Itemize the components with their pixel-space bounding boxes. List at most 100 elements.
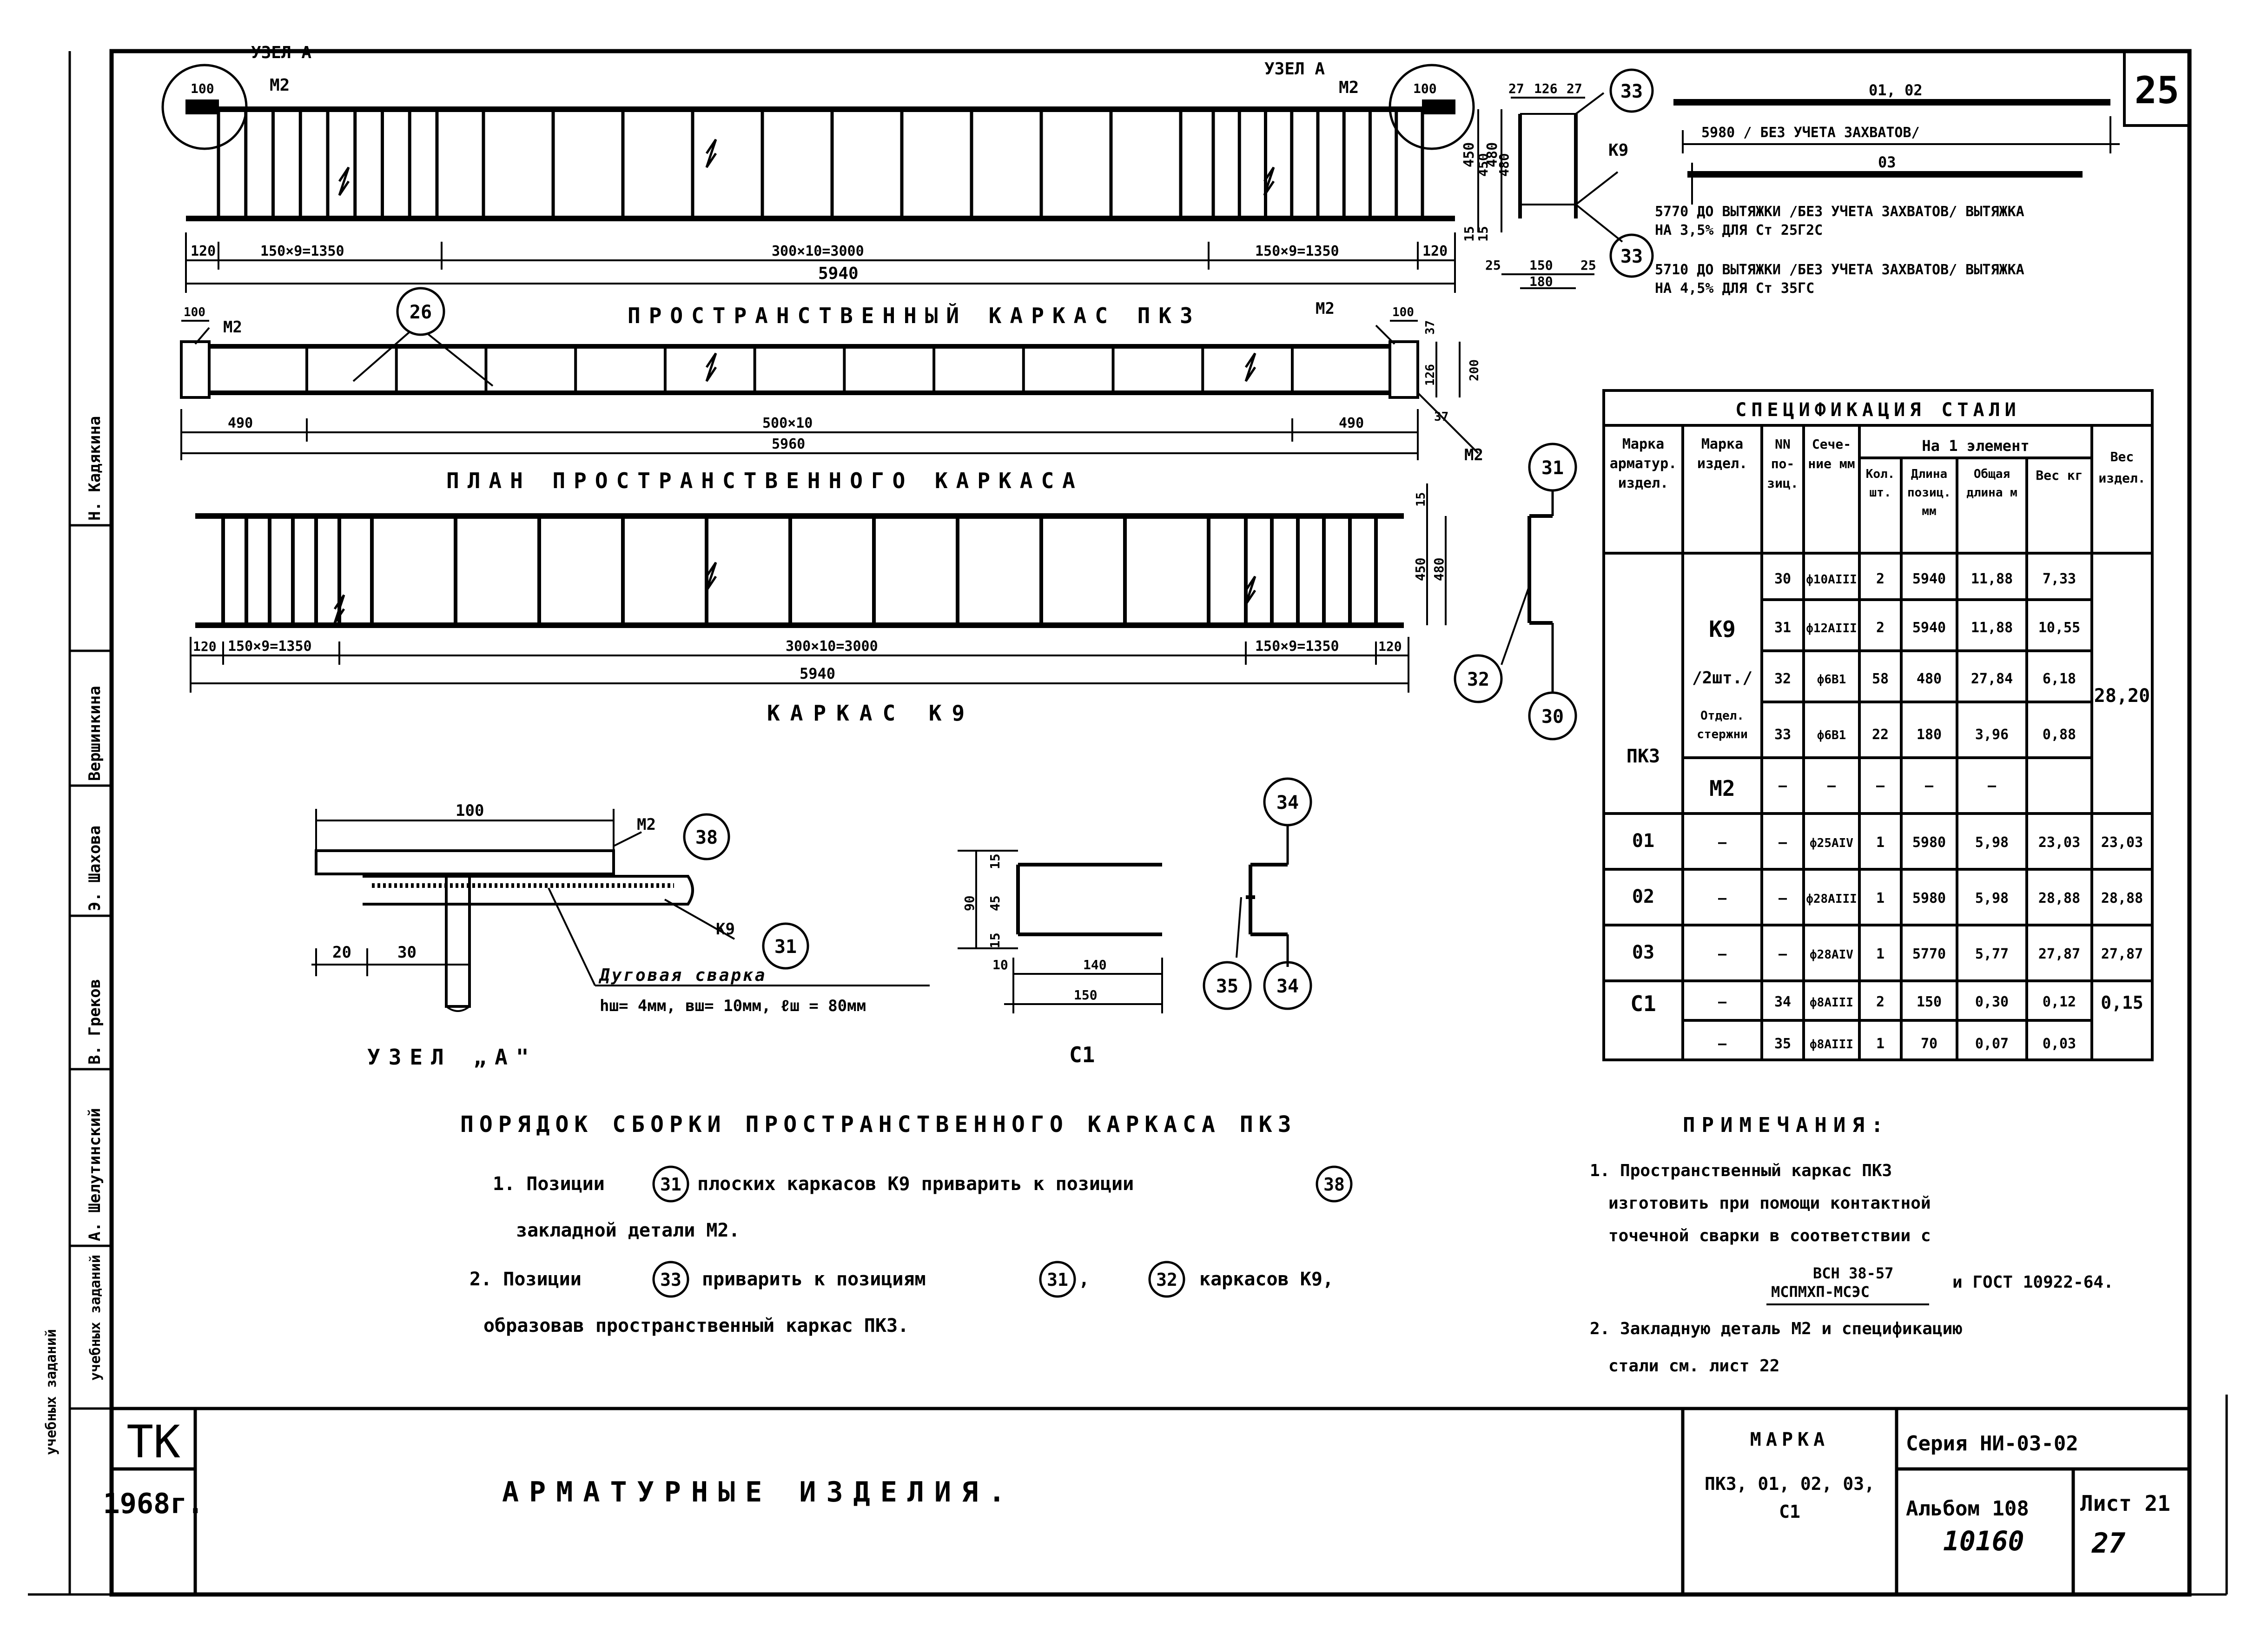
spec-cell-obsh: 5,98 xyxy=(1975,890,2009,906)
spec-cell-sech: ф10АIII xyxy=(1806,573,1857,587)
spec-cell-dl: 480 xyxy=(1917,671,1942,687)
weld-params: hш= 4мм, вш= 10мм, ℓш = 80мм xyxy=(600,997,866,1015)
spec-head-kol: Кол. шт. xyxy=(1866,467,1895,500)
plan-dim-100-right: 100 xyxy=(1392,305,1414,319)
callout-33-bottom: 33 xyxy=(1620,246,1643,267)
assembly-circles xyxy=(652,1165,1353,1298)
title-block-lines xyxy=(112,1407,2189,1594)
corner-box xyxy=(2123,50,2191,127)
spec-cell-obsh: 11,88 xyxy=(1971,620,2013,636)
seg-right: 150×9=1350 xyxy=(1255,243,1339,259)
spec-cell-sech: ф28АIV xyxy=(1810,948,1853,962)
spec-head-ves-izd: Вес издел. xyxy=(2098,449,2145,486)
side-name-1: Н. Кадякина xyxy=(86,416,104,521)
tb-marka-values: ПК3, 01, 02, 03, xyxy=(1705,1474,1875,1494)
spec-head-sech: Сече- ние мм xyxy=(1808,437,1855,471)
spec-cell-poz: 34 xyxy=(1774,994,1791,1010)
spec-cell-sech: ф28АIII xyxy=(1806,892,1857,906)
bars-view xyxy=(1673,99,2120,205)
spec-cell-ves-izd: 27,87 xyxy=(2101,946,2143,962)
notes-gost: и ГОСТ 10922-64. xyxy=(1952,1273,2114,1292)
spec-cell-sech: ф12АIII xyxy=(1806,622,1857,635)
callout-35: 35 xyxy=(1216,976,1238,997)
assembly-s2-comma: , xyxy=(1078,1269,1090,1290)
total: 5940 xyxy=(818,264,859,283)
spec-cell-kol: 1 xyxy=(1876,946,1884,962)
k9-seg-left: 150×9=1350 xyxy=(228,638,312,655)
spec-cell-dash: — xyxy=(1827,778,1836,794)
k9-dim-120-left: 120 xyxy=(193,639,217,654)
notes-n1-a: 1. Пространственный каркас ПК3 xyxy=(1590,1161,1892,1180)
callout-38: 38 xyxy=(695,827,718,848)
c1-dim-90: 90 xyxy=(962,895,977,911)
assembly-s2-c32: 32 xyxy=(1156,1270,1177,1290)
node-label-left: УЗЕЛ А xyxy=(251,43,311,62)
spec-cell-ves: 7,33 xyxy=(2043,571,2076,587)
bars-b1b2-dim: 5980 / БЕЗ УЧЕТА ЗАХВАТОВ/ xyxy=(1701,125,1920,141)
dim-15: 15 xyxy=(1461,226,1477,242)
m2-right: M2 xyxy=(1339,78,1359,97)
k9-seg-right: 150×9=1350 xyxy=(1255,638,1339,655)
spec-cell-obsh: 27,84 xyxy=(1971,671,2013,687)
spec-cell-ves: 28,88 xyxy=(2038,890,2080,906)
spec-cell-kol: 2 xyxy=(1876,994,1884,1010)
c1-dim-15-top: 15 xyxy=(987,853,1003,869)
plan-dim-490-right: 490 xyxy=(1339,415,1364,431)
assembly-s2-c: каркасов К9, xyxy=(1199,1269,1334,1290)
callout-26: 26 xyxy=(410,302,432,323)
notes-n1-c: точечной сварки в соответствии с xyxy=(1608,1226,1931,1245)
tb-marka-values2: С1 xyxy=(1779,1501,1800,1522)
sec-dim-480: 480 xyxy=(1496,153,1512,177)
dim-100-left: 100 xyxy=(191,81,214,96)
spec-pk3: ПК3 xyxy=(1627,746,1660,767)
sec-dim-450: 450 xyxy=(1475,153,1491,177)
spec-cell-dash: — xyxy=(1779,946,1787,962)
spec-head-group: На 1 элемент xyxy=(1922,437,2029,455)
side-name-2: Вершинкина xyxy=(86,686,104,781)
tb-tk: ТК xyxy=(126,1416,180,1468)
bars-note2b: НА 4,5% ДЛЯ Ст 35ГС xyxy=(1655,280,1814,297)
sec-dim-25-right: 25 xyxy=(1580,258,1596,273)
c1-dim-140: 140 xyxy=(1083,957,1107,972)
notes-frac-top: ВСН 38-57 xyxy=(1813,1264,1893,1282)
spec-head-ves: Вес кг xyxy=(2036,468,2083,483)
node-k9: К9 xyxy=(716,920,735,939)
spec-cell-dash: — xyxy=(1925,778,1934,794)
node-dim-20: 20 xyxy=(332,943,351,962)
spec-cell-obsh: 5,77 xyxy=(1975,946,2009,962)
spec-cell-obsh: 11,88 xyxy=(1971,571,2013,587)
node-dim-30: 30 xyxy=(397,943,417,962)
c1-view xyxy=(958,777,1312,1013)
spec-cell-kol: 2 xyxy=(1876,571,1884,587)
side-name-3: Э. Шахова xyxy=(86,826,104,911)
spec-cell-kol: 2 xyxy=(1876,620,1884,636)
spec-cell-poz: 35 xyxy=(1774,1036,1791,1052)
spec-otd: Отдел. стержни xyxy=(1697,709,1748,741)
callout-33-top: 33 xyxy=(1620,81,1643,102)
callouts-right xyxy=(1454,443,1577,741)
sec-dim-126: 126 xyxy=(1534,81,1558,96)
assembly-s1-b: плоских каркасов К9 приварить к позиции xyxy=(697,1173,1134,1195)
corner-number: 25 xyxy=(2135,69,2179,112)
assembly-s2-d: образовав пространственный каркас ПК3. xyxy=(483,1315,909,1336)
sec-k9: К9 xyxy=(1608,141,1628,160)
notes-n2-a: 2. Закладную деталь М2 и спецификацию xyxy=(1590,1319,1963,1338)
tb-year: 1968г. xyxy=(103,1488,204,1520)
callout-31: 31 xyxy=(1541,457,1564,479)
plan-dim-100-left: 100 xyxy=(184,305,205,319)
spec-cell-dash: — xyxy=(1988,778,1997,794)
k9-caption: КАРКАС К9 xyxy=(767,701,975,726)
spec-cell-ves-izd: 23,03 xyxy=(2101,834,2143,851)
spec-m2: М2 xyxy=(1709,776,1735,801)
spec-cell-kol: 1 xyxy=(1876,890,1884,906)
spec-cell-mark: 01 xyxy=(1632,830,1654,852)
plan-title: ПРОСТРАНСТВЕННЫЙ КАРКАС ПК3 xyxy=(628,303,1201,328)
node-m2: M2 xyxy=(637,815,656,834)
c1-dim-15-bottom: 15 xyxy=(987,933,1003,948)
spec-k9: К9 xyxy=(1709,616,1736,642)
frame-top-view xyxy=(161,64,1502,293)
plan-dim-37-bottom: 37 xyxy=(1434,410,1448,424)
side-name-5: А. Шелутинский xyxy=(86,1108,104,1241)
plan-view xyxy=(180,287,1479,460)
